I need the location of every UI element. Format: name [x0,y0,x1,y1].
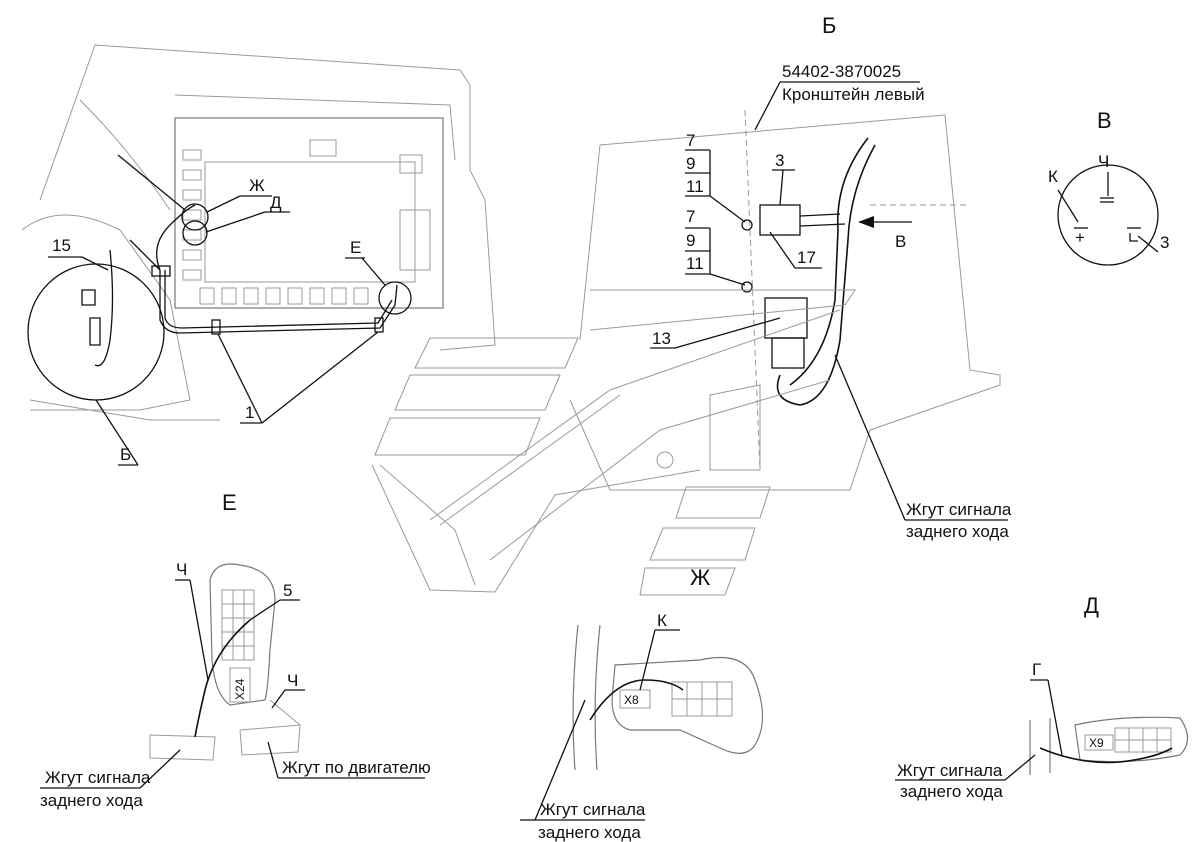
callout-stack-lower [685,227,746,286]
view-d: Д X9 Г Жгут сигнала заднего хода [895,593,1189,801]
label-d: Д [270,193,282,212]
v-k: К [1048,167,1058,186]
zh-harness-line1: Жгут сигнала [540,800,646,819]
label-e: Е [350,238,361,257]
pos-11-upper: 11 [686,177,704,196]
pos-3: 3 [775,151,784,170]
callout-circle-zh [181,203,209,231]
label-1: 1 [245,403,254,422]
view-v-title: В [1097,108,1112,133]
d-harness-line2: заднего хода [900,782,1003,801]
main-view: Ж Д Е 1 15 Б [21,44,496,466]
e-ch-bottom: Ч [287,671,298,690]
view-arrow [858,216,874,228]
relay-panel [174,117,444,309]
connector-face [1057,164,1159,266]
e-engine-harness: Жгут по двигателю [282,758,431,777]
e-harness-line1: Жгут сигнала [45,768,151,787]
arrow-v-label: В [895,232,906,251]
d-g: Г [1032,660,1041,679]
e-pos-5: 5 [283,581,292,600]
view-v: В + К Ч 3 [1048,108,1169,266]
fuse-row [182,139,431,305]
callout-stack-upper [685,149,746,223]
e-harness-line2: заднего хода [40,791,143,810]
label-15: 15 [52,236,71,255]
pos-7-lower: 7 [686,207,695,226]
label-b: Б [120,445,131,464]
zh-k: К [657,611,667,630]
v-plus: + [1075,228,1085,247]
pos-9-lower: 9 [686,231,695,250]
view-zh: X8 К Жгут сигнала заднего хода [520,611,764,842]
cab-steps [371,289,856,596]
pos-17: 17 [797,248,816,267]
view-e: Е X24 Ч 5 Ч Жгут сигнала заднего хода Жг… [40,490,431,810]
view-b: Б 7 9 11 [569,13,1012,541]
b-harness-line2: заднего хода [906,522,1009,541]
pos-9-upper: 9 [686,154,695,173]
pos-11-lower: 11 [686,254,704,273]
switch-3-body [759,204,801,236]
part-number: 54402-3870025 [782,62,901,81]
d-harness-line1: Жгут сигнала [897,761,1003,780]
relay-13-body [764,297,808,339]
zh-harness-line2: заднего хода [538,823,641,842]
e-connector: X24 [233,678,247,700]
d-connector: X9 [1089,736,1104,750]
pos-13: 13 [652,329,671,348]
b-harness-line1: Жгут сигнала [906,500,1012,519]
view-b-title: Б [822,13,836,38]
view-d-title: Д [1084,593,1099,618]
pos-7-upper: 7 [686,131,695,150]
part-name: Кронштейн левый [782,85,925,104]
label-zh: Ж [249,176,265,195]
zh-connector: X8 [624,693,639,707]
e-ch-top: Ч [176,560,187,579]
v-pos-3: 3 [1160,233,1169,252]
v-ch: Ч [1098,152,1109,171]
detail-circle-15 [27,263,165,401]
view-zh-marker: Ж [690,565,711,590]
view-e-title: Е [222,490,237,515]
callout-circle-d [182,220,208,246]
callout-circle-e [378,281,412,315]
